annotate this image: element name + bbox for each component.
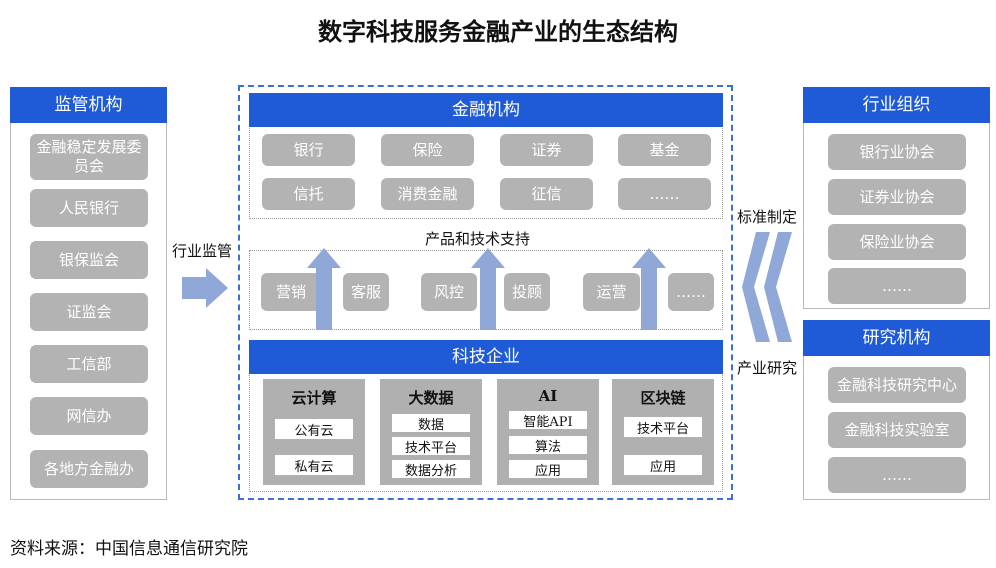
page-title: 数字科技服务金融产业的生态结构 [318,17,678,46]
chevron-left-icon [742,232,792,342]
industry-item: 证券业协会 [828,179,966,215]
industry-item: 银行业协会 [828,134,966,170]
up-arrow-icon [471,248,505,330]
tech-group-title: 大数据 [408,389,454,407]
ecosystem-frame [238,85,733,500]
financial-item: 消费金融 [381,178,474,210]
regulator-item: 网信办 [30,397,148,435]
financial-item: 银行 [262,134,355,166]
tech-group-item: 算法 [509,436,587,455]
research-header: 研究机构 [803,320,990,356]
financial-header: 金融机构 [249,93,723,127]
tech-group-item: 数据分析 [392,460,470,479]
industry-item: 保险业协会 [828,224,966,260]
tech-group-item: 私有云 [275,455,353,475]
tech-group-item: 技术平台 [624,417,702,437]
regulator-item: 证监会 [30,293,148,331]
regulators-header: 监管机构 [10,87,167,123]
standard-setting-label: 标准制定 [737,208,798,226]
tech-group-item: 应用 [509,460,587,479]
industry-supervision-label: 行业监管 [172,242,233,260]
tech-group-item: 智能API [509,411,587,430]
industry-header: 行业组织 [803,87,990,123]
regulator-item: 工信部 [30,345,148,383]
research-panel: 研究机构 金融科技研究中心 金融科技实验室 …… [803,320,990,500]
support-label: 产品和技术支持 [425,230,531,248]
support-item: …… [668,273,714,311]
financial-item: 基金 [618,134,711,166]
industry-item: …… [828,268,966,304]
research-item: 金融科技实验室 [828,412,966,448]
support-item: 运营 [583,273,640,311]
up-arrow-icon [307,248,341,330]
tech-group-bigdata: 大数据 数据 技术平台 数据分析 [380,379,482,485]
financial-item: 信托 [262,178,355,210]
financial-item: 征信 [500,178,593,210]
tech-group-cloud: 云计算 公有云 私有云 [263,379,365,485]
support-item: 投顾 [504,273,550,311]
tech-panel: 科技企业 云计算 公有云 私有云 大数据 数据 技术平台 数据分析 AI 智能A… [249,340,723,492]
regulators-panel: 监管机构 金融稳定发展委员会 人民银行 银保监会 证监会 工信部 网信办 各地方… [10,87,167,500]
support-item: 客服 [343,273,389,311]
regulator-item: 银保监会 [30,241,148,279]
tech-group-item: 公有云 [275,419,353,439]
tech-group-item: 技术平台 [392,437,470,456]
support-item: 风控 [421,273,477,311]
tech-group-title: AI [538,387,558,405]
financial-item: 保险 [381,134,474,166]
industry-research-label: 产业研究 [737,359,798,377]
tech-group-item: 数据 [392,414,470,433]
source-note: 资料来源：中国信息通信研究院 [10,539,248,559]
tech-group-title: 区块链 [640,389,686,407]
up-arrow-icon [632,248,666,330]
regulator-item: 人民银行 [30,189,148,227]
research-item: …… [828,457,966,493]
financial-item: …… [618,178,711,210]
tech-group-item: 应用 [624,455,702,475]
support-panel: 营销 客服 风控 投顾 运营 …… [249,250,723,330]
financial-item: 证券 [500,134,593,166]
research-item: 金融科技研究中心 [828,367,966,403]
tech-header: 科技企业 [249,340,723,374]
regulator-item: 金融稳定发展委员会 [30,134,148,180]
right-arrow-icon [182,268,228,308]
support-item: 营销 [261,273,321,311]
financial-panel: 金融机构 银行 保险 证券 基金 信托 消费金融 征信 …… [249,93,723,219]
tech-group-blockchain: 区块链 技术平台 应用 [612,379,714,485]
regulator-item: 各地方金融办 [30,450,148,488]
tech-group-ai: AI 智能API 算法 应用 [497,379,599,485]
tech-group-title: 云计算 [291,389,337,407]
industry-panel: 行业组织 银行业协会 证券业协会 保险业协会 …… [803,87,990,309]
